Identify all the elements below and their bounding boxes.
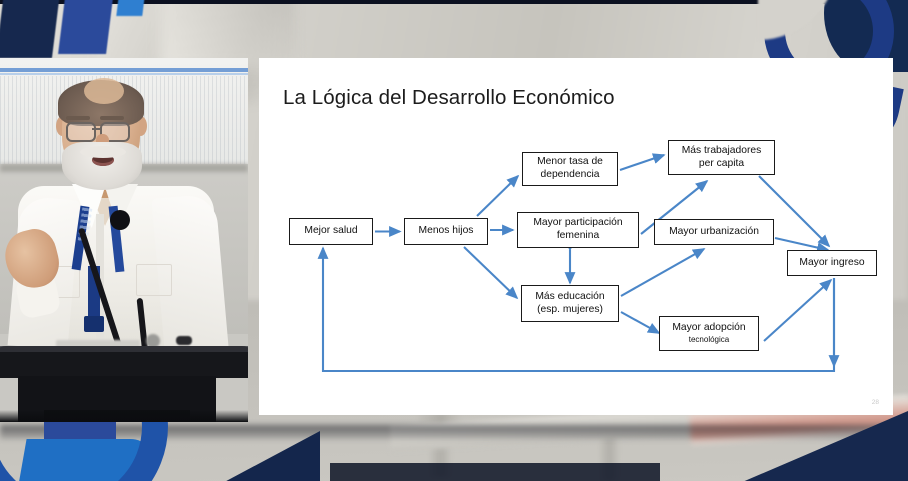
edge-educacion-urbanizacion <box>620 248 706 297</box>
podium-top-highlight <box>0 346 248 352</box>
presenter-forehead <box>84 78 124 104</box>
presenter-screen-accent-line <box>0 68 248 72</box>
presenter-eyeglass-bridge <box>92 128 102 130</box>
node-mejor-salud[interactable]: Mejor salud <box>289 218 373 245</box>
node-label-line2: femenina <box>556 230 600 241</box>
node-mayor-adopcion-tecnologica[interactable]: Mayor adopción tecnológica <box>659 316 759 351</box>
brand-bar-blue <box>58 0 114 54</box>
presenter-badge <box>84 316 104 332</box>
edge-trabajadores-ingreso <box>758 175 831 248</box>
presenter-eyeglass-left <box>66 122 96 142</box>
node-label: Menor tasa de <box>537 156 603 168</box>
presentation-slide: La Lógica del Desarrollo Económico <box>259 58 893 415</box>
node-mas-trabajadores-per-capita[interactable]: Más trabajadores per capita <box>668 140 775 175</box>
presenter-eyebrow-right <box>100 116 124 120</box>
slide-page-number: 28 <box>871 399 879 406</box>
edge-urbanizacion-ingreso <box>774 236 830 253</box>
node-label: Mejor salud <box>304 225 358 237</box>
node-mayor-ingreso[interactable]: Mayor ingreso <box>787 250 877 276</box>
presenter-moustache <box>80 146 126 158</box>
edge-educacion-adopcion <box>620 311 661 334</box>
node-mas-educacion[interactable]: Más educación (esp. mujeres) <box>521 285 619 322</box>
node-label: Más trabajadores <box>681 144 762 156</box>
presenter-shirt-pocket-right <box>136 264 172 296</box>
brand-bar-navy <box>0 0 61 58</box>
presenter-video-inset <box>0 58 248 422</box>
node-label: Menos hijos <box>418 225 474 237</box>
presenter-screen-accent-line-2 <box>0 73 248 75</box>
edge-tasa-trabajadores <box>619 153 666 171</box>
podium-papers <box>56 340 140 349</box>
node-label-line2: per capita <box>698 157 745 169</box>
node-mayor-participacion-femenina[interactable]: Mayor participación femenina <box>517 212 639 248</box>
node-label: Mayor urbanización <box>669 225 759 237</box>
edge-hijos-educacion <box>463 246 519 300</box>
brand-bottom-dark <box>330 463 660 481</box>
background-shadow-band <box>0 425 908 439</box>
flowchart-arrows <box>317 153 840 373</box>
edge-participacion-trabajadores <box>640 179 709 235</box>
slide-title: La Lógica del Desarrollo Económico <box>283 86 615 109</box>
node-mayor-urbanizacion[interactable]: Mayor urbanización <box>654 219 774 245</box>
brand-top-edge <box>0 0 908 4</box>
presenter-eyebrow-left <box>66 116 90 120</box>
node-label-line2: (esp. mujeres) <box>537 303 603 315</box>
node-label-line2: dependencia <box>540 169 600 180</box>
node-menos-hijos[interactable]: Menos hijos <box>404 218 488 245</box>
node-menor-tasa-dependencia[interactable]: Menor tasa de dependencia <box>522 152 618 186</box>
podium-device <box>176 336 192 345</box>
podium-object <box>146 334 160 348</box>
presenter-bottom-fade <box>0 410 248 422</box>
node-label: Más educación <box>535 290 605 302</box>
brand-bar-cyan <box>116 0 146 16</box>
node-label: Mayor participación <box>533 217 623 229</box>
edge-hijos-tasa <box>476 174 520 217</box>
node-label-line2: tecnológica <box>688 334 730 344</box>
node-label: Mayor adopción <box>672 322 746 334</box>
microphone-capsule <box>110 210 130 230</box>
flowchart-diagram: Mejor salud Menos hijos Menor tasa de de… <box>259 58 893 415</box>
edge-adopcion-ingreso <box>763 278 833 342</box>
node-label: Mayor ingreso <box>799 256 865 268</box>
